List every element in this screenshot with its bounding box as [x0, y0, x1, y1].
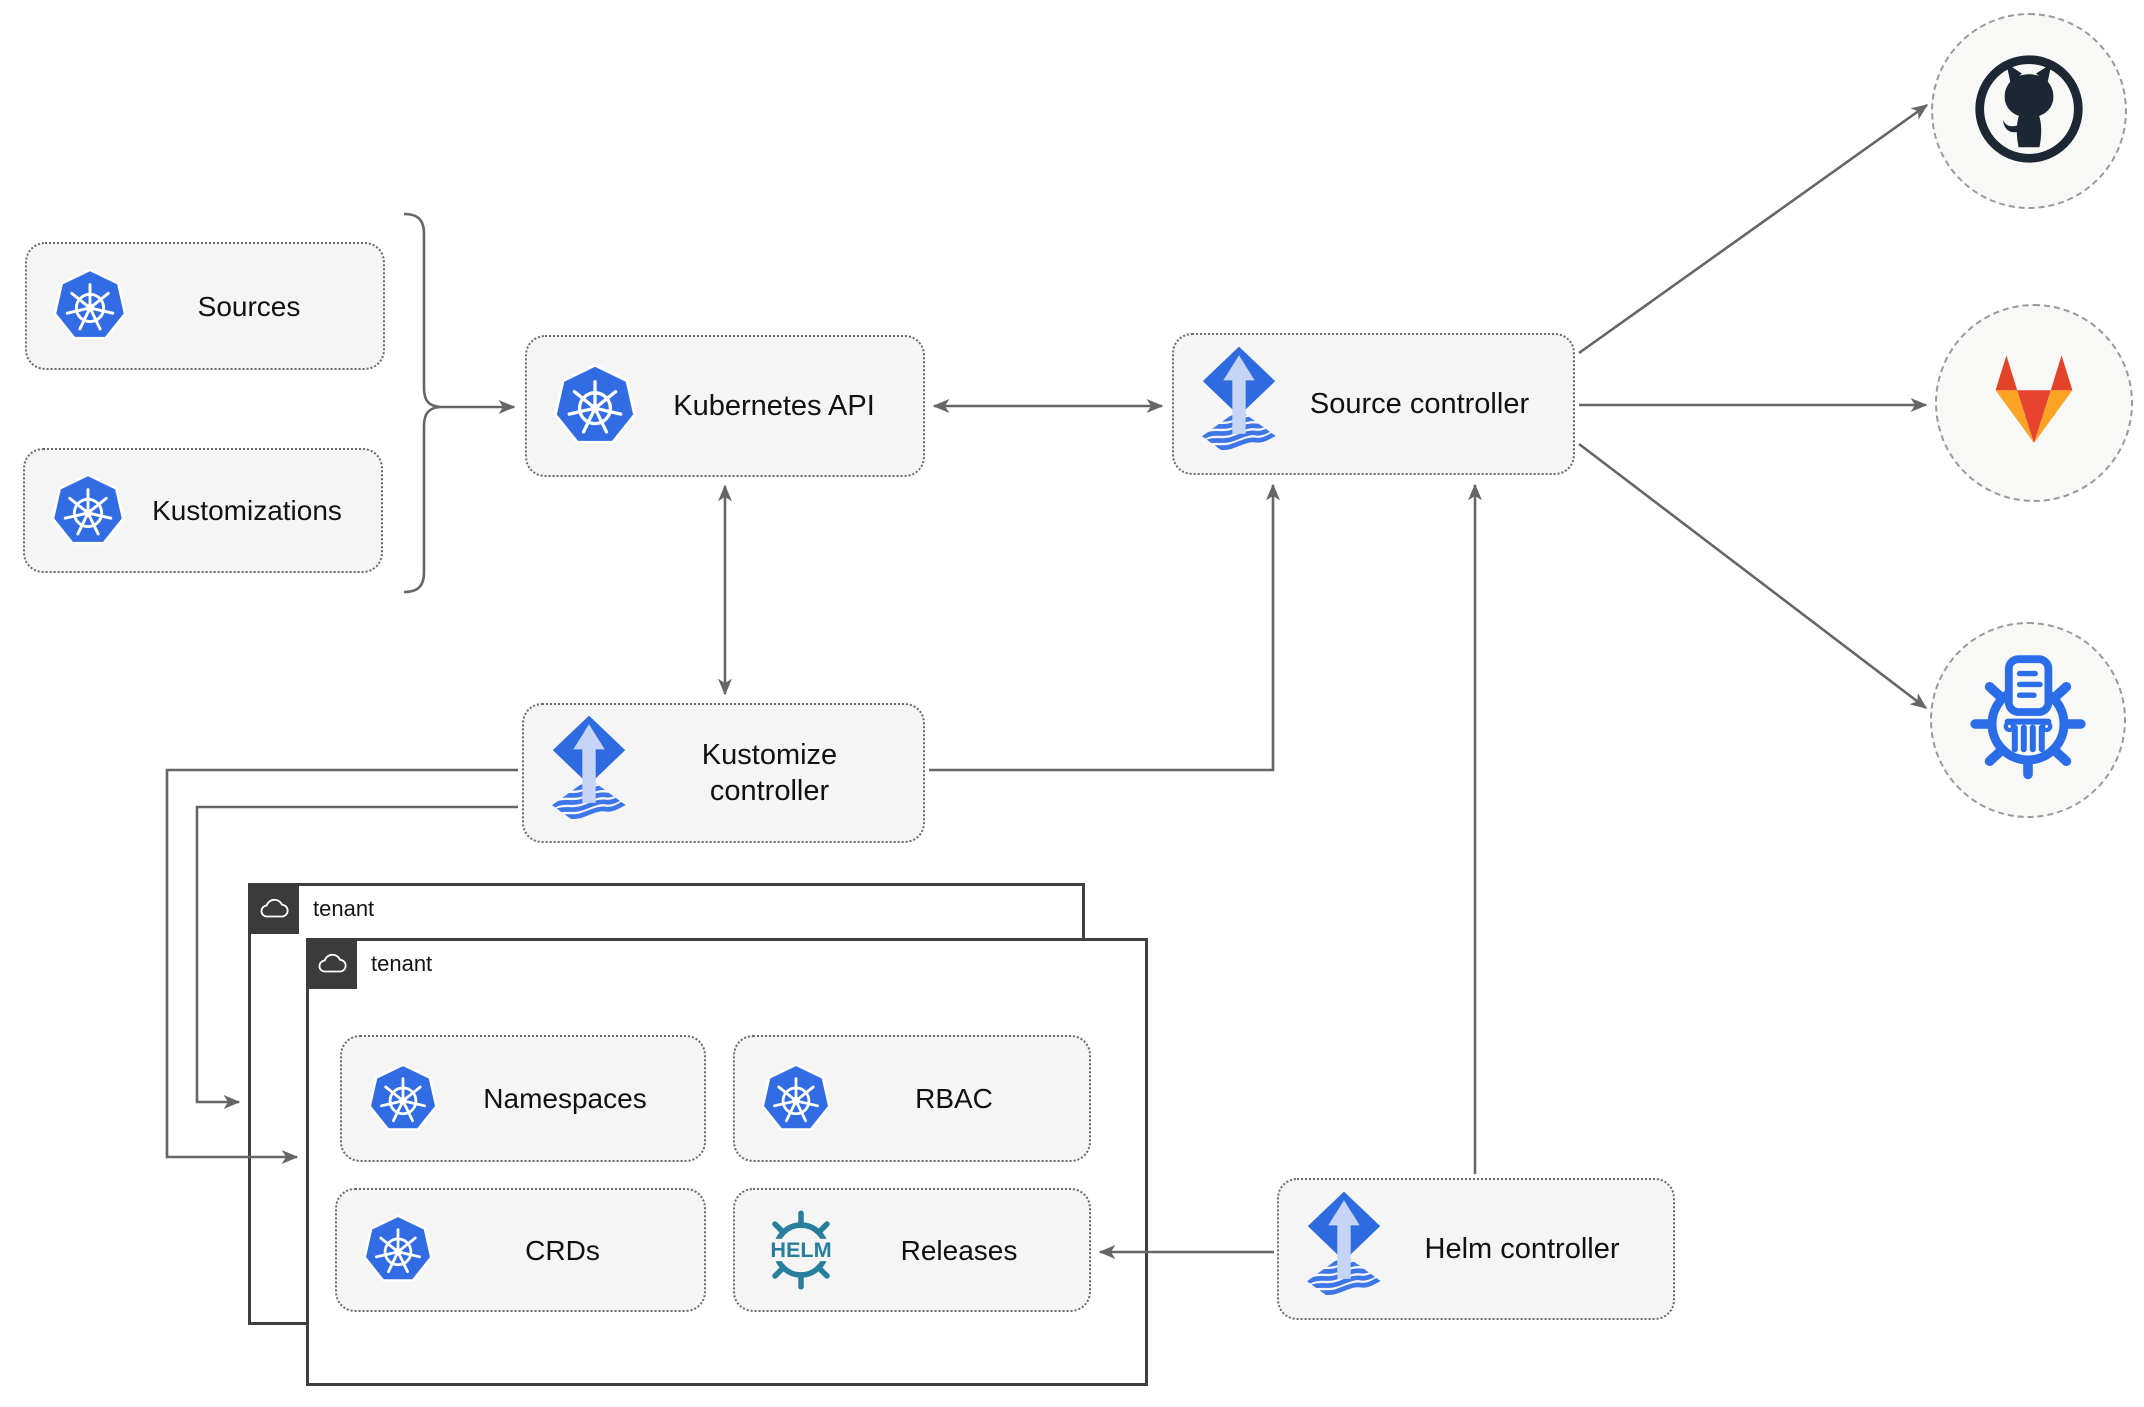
flux-icon: [548, 714, 630, 832]
node-label: Kustomize controller: [701, 738, 838, 807]
group-tenant-inner: tenant: [306, 938, 1148, 1386]
edge-kustomize-to-source-controller: [929, 483, 1280, 772]
kubernetes-icon: [361, 1214, 435, 1286]
cloud-icon: [248, 883, 299, 934]
node-label: Kustomizations: [152, 495, 342, 526]
node-helm-controller: Helm controller: [1277, 1178, 1675, 1320]
bracket-sources-group: [403, 212, 441, 594]
edge-source-to-helm-repository: [1578, 442, 1928, 710]
gitlab-endpoint: [1935, 304, 2133, 502]
tenant-label: tenant: [371, 950, 433, 976]
kubernetes-icon: [366, 1063, 440, 1135]
cloud-icon: [306, 938, 357, 989]
github-icon: [1971, 51, 2087, 172]
node-source-controller: Source controller: [1172, 333, 1575, 475]
node-label: Sources: [197, 290, 301, 322]
flux-icon: [1303, 1190, 1385, 1308]
node-namespaces: Namespaces: [340, 1035, 706, 1162]
node-label: RBAC: [915, 1083, 993, 1114]
node-rbac: RBAC: [733, 1035, 1091, 1162]
node-label: Namespaces: [483, 1083, 647, 1114]
github-endpoint: [1931, 13, 2127, 209]
kubernetes-icon: [551, 363, 639, 449]
node-sources: Sources: [25, 242, 385, 370]
edge-source-to-github: [1578, 103, 1929, 355]
node-crds: CRDs: [335, 1188, 706, 1312]
node-kustomize-controller: Kustomize controller: [522, 703, 925, 843]
node-label: Source controller: [1309, 387, 1530, 420]
chartmuseum-icon: [1962, 652, 2094, 789]
node-kustomizations: Kustomizations: [23, 448, 383, 573]
tenant-label: tenant: [313, 895, 375, 921]
gitlab-icon: [1974, 347, 2094, 460]
helm-repository-endpoint: [1930, 622, 2126, 818]
node-releases: HELM Releases: [733, 1188, 1091, 1312]
flux-icon: [1198, 345, 1280, 463]
node-label: CRDs: [525, 1234, 600, 1266]
kubernetes-icon: [51, 268, 129, 344]
node-label: Kubernetes API: [673, 389, 875, 422]
kubernetes-icon: [759, 1063, 833, 1135]
node-kubernetes-api: Kubernetes API: [525, 335, 925, 477]
node-label: Releases: [900, 1234, 1018, 1266]
helm-icon: HELM: [759, 1208, 843, 1292]
node-label: Helm controller: [1424, 1232, 1620, 1265]
kubernetes-icon: [49, 473, 127, 549]
helm-logo-text: HELM: [770, 1237, 831, 1262]
